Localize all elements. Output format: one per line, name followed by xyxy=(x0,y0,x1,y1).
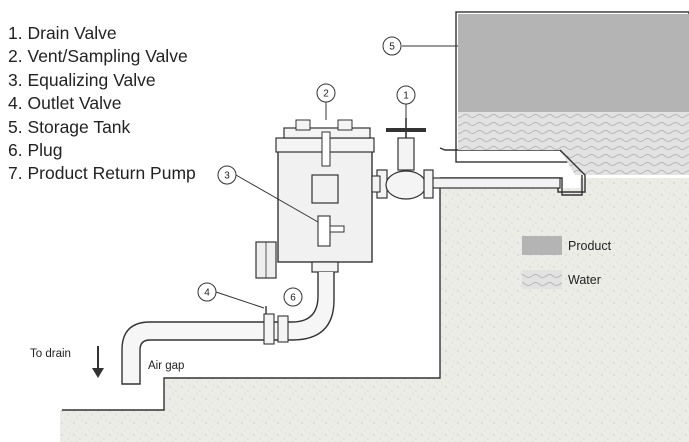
parts-number: 6. xyxy=(8,140,23,161)
inlet-pipe xyxy=(427,177,561,189)
air-gap-label: Air gap xyxy=(148,360,184,372)
callout-4-leader xyxy=(215,291,265,309)
parts-list-item: 1. Drain Valve xyxy=(8,22,196,45)
product-region xyxy=(458,14,689,112)
ground-step-outline xyxy=(62,178,441,411)
parts-label: Plug xyxy=(27,140,63,161)
callout-6: 6 xyxy=(283,287,303,307)
drain-arrow xyxy=(92,346,104,378)
parts-list-item: 6. Plug xyxy=(8,139,196,162)
parts-label: Vent/Sampling Valve xyxy=(27,46,188,67)
parts-number: 5. xyxy=(8,116,23,137)
water-region xyxy=(458,112,689,150)
callout-3-leader xyxy=(235,174,319,223)
parts-list-item: 3. Equalizing Valve xyxy=(8,69,196,92)
callout-4: 4 xyxy=(197,282,217,302)
tank-bottom-cone xyxy=(458,150,689,175)
to-drain-label: To drain xyxy=(30,348,71,360)
legend-product-label: Product xyxy=(568,239,612,253)
callout-4-number: 4 xyxy=(204,288,210,299)
parts-list: 1. Drain Valve 2. Vent/Sampling Valve 3.… xyxy=(8,22,196,186)
legend-water-label: Water xyxy=(568,273,601,287)
callout-3: 3 xyxy=(217,165,237,185)
parts-label: Storage Tank xyxy=(27,116,131,137)
parts-number: 2. xyxy=(8,46,23,67)
callout-5-number: 5 xyxy=(389,42,395,53)
legend-water-swatch xyxy=(522,270,562,289)
parts-label: Equalizing Valve xyxy=(27,69,156,90)
callout-2-number: 2 xyxy=(323,89,329,100)
drain-valve-graphic xyxy=(376,118,434,200)
parts-label: Outlet Valve xyxy=(27,93,122,114)
callout-1: 1 xyxy=(396,85,416,105)
parts-list-item: 7. Product Return Pump xyxy=(8,162,196,185)
callout-3-number: 3 xyxy=(224,171,230,182)
parts-label: Product Return Pump xyxy=(27,163,196,184)
parts-number: 7. xyxy=(8,163,23,184)
parts-number: 3. xyxy=(8,69,23,90)
parts-number: 4. xyxy=(8,93,23,114)
callout-5: 5 xyxy=(382,36,402,56)
ground-fill xyxy=(60,178,689,442)
parts-list-item: 2. Vent/Sampling Valve xyxy=(8,45,196,68)
parts-label: Drain Valve xyxy=(27,23,117,43)
legend-product-swatch xyxy=(522,236,562,255)
callout-6-number: 6 xyxy=(290,293,296,304)
outlet-pipe xyxy=(121,261,339,385)
callout-2: 2 xyxy=(316,83,336,103)
separator-housing xyxy=(255,119,381,279)
parts-list-item: 5. Storage Tank xyxy=(8,116,196,139)
parts-list-item: 4. Outlet Valve xyxy=(8,92,196,115)
callout-1-number: 1 xyxy=(403,91,409,102)
parts-number: 1. xyxy=(8,23,23,43)
